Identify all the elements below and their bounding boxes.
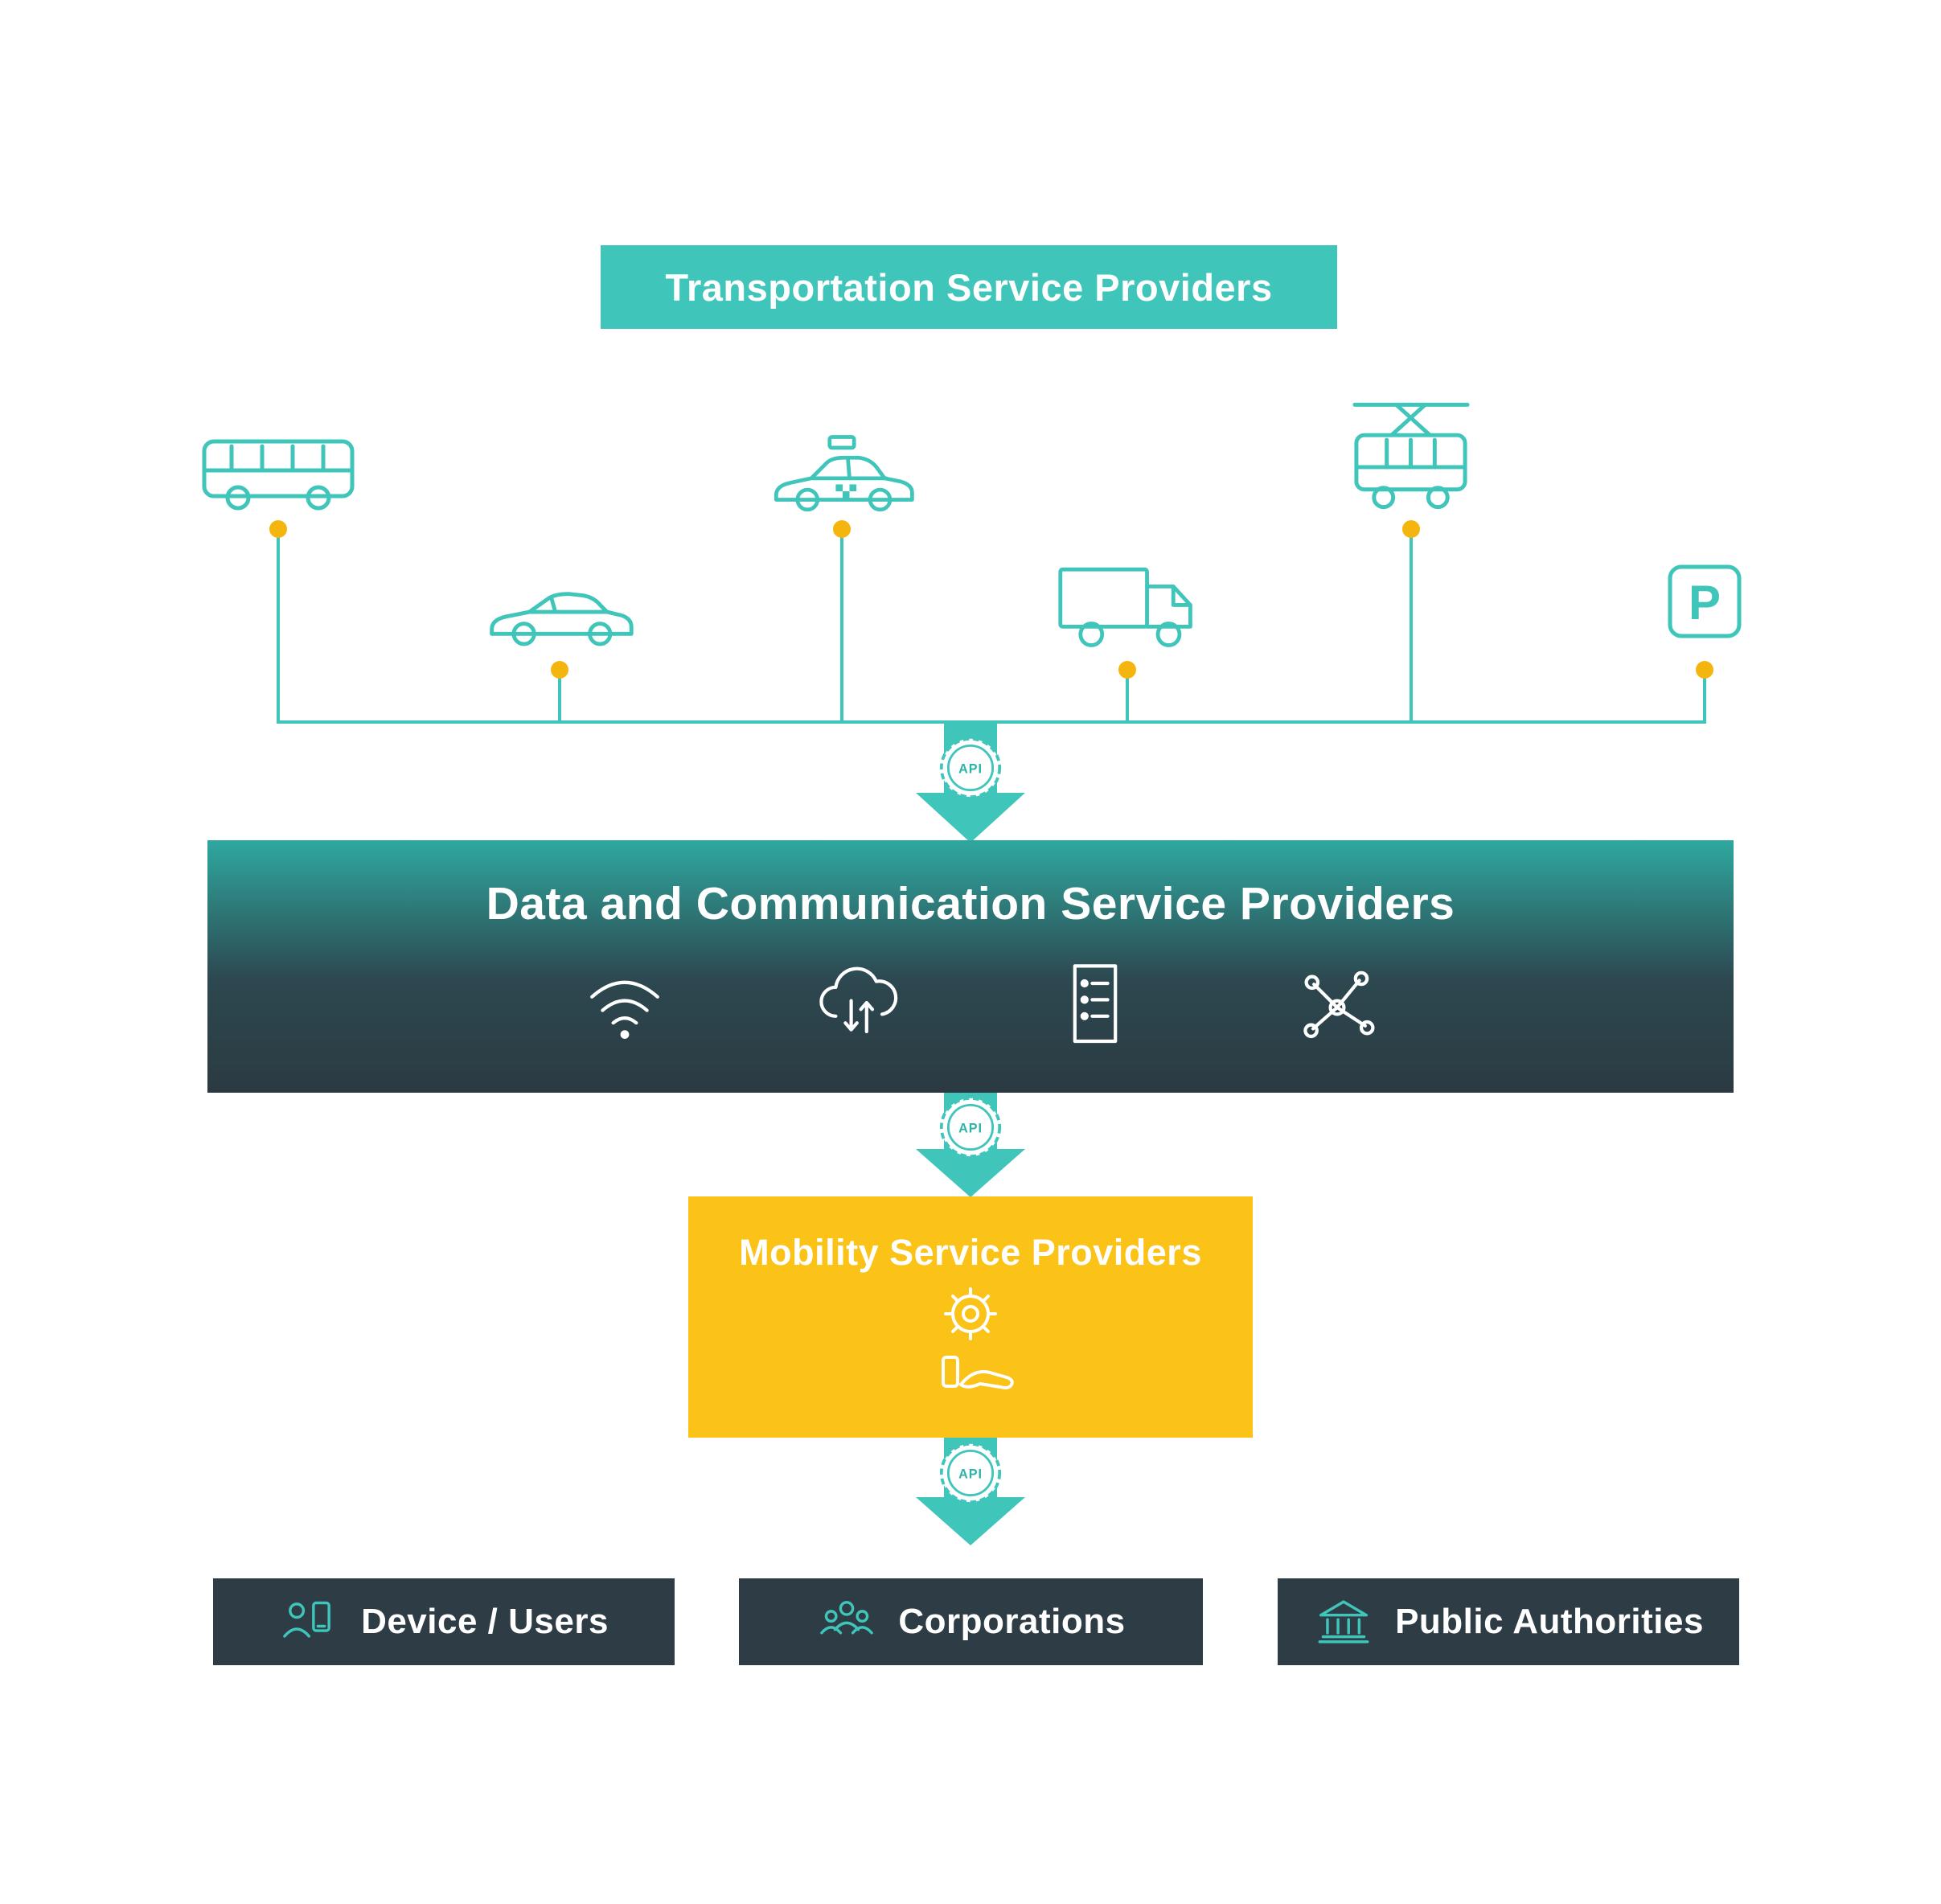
network-nodes-icon [1289,954,1385,1051]
public-authorities-label: Public Authorities [1395,1602,1704,1641]
connector-dot-car [551,661,568,679]
api-badge-1-label: API [958,762,983,777]
connector-dot-bus [269,520,287,538]
list-document-icon [1047,954,1143,1051]
connector-stub-car [558,670,561,724]
transportation-providers-banner: Transportation Service Providers [601,245,1337,329]
api-badge-3: API [939,1442,1002,1504]
tram-icon [1345,398,1477,519]
truck-icon [1056,555,1199,653]
corporations-box: Corporations [739,1578,1203,1665]
transportation-providers-label: Transportation Service Providers [665,265,1273,309]
connector-dot-truck [1118,661,1136,679]
connector-stub-taxi [840,529,843,724]
api-badge-2-label: API [958,1122,983,1136]
api-badge-2: API [939,1096,1002,1159]
bank-building-icon [1313,1594,1374,1650]
mobility-providers-title: Mobility Service Providers [739,1232,1202,1273]
user-with-device-icon [279,1594,340,1650]
connector-stub-bus [277,529,280,724]
parking-letter: P [1689,576,1721,630]
arrow-down-1-head [916,793,1025,843]
api-badge-3-label: API [958,1467,983,1482]
arrow-down-3-head [916,1497,1025,1545]
people-group-icon [816,1594,877,1650]
wifi-icon [577,954,673,1051]
connector-dot-tram [1402,520,1420,538]
mobility-providers-box: Mobility Service Providers [688,1196,1253,1438]
cloud-sync-icon [810,954,906,1051]
gear-hand-offer-icon [914,1280,1027,1422]
public-authorities-box: Public Authorities [1278,1578,1739,1665]
connector-stub-tram [1410,529,1413,724]
device-users-label: Device / Users [361,1602,609,1641]
connector-dot-taxi [833,520,851,538]
api-badge-1: API [939,737,1002,799]
connector-stub-parking [1703,670,1706,724]
data-communication-box: Data and Communication Service Providers [207,840,1734,1093]
connector-stub-truck [1126,670,1129,724]
taxi-icon [765,433,918,519]
device-users-box: Device / Users [213,1578,675,1665]
data-communication-title: Data and Communication Service Providers [486,878,1455,929]
parking-sign-icon: P [1666,563,1743,640]
car-icon [481,573,638,654]
bus-icon [198,424,359,520]
corporations-label: Corporations [898,1602,1126,1641]
connector-dot-parking [1696,661,1713,679]
